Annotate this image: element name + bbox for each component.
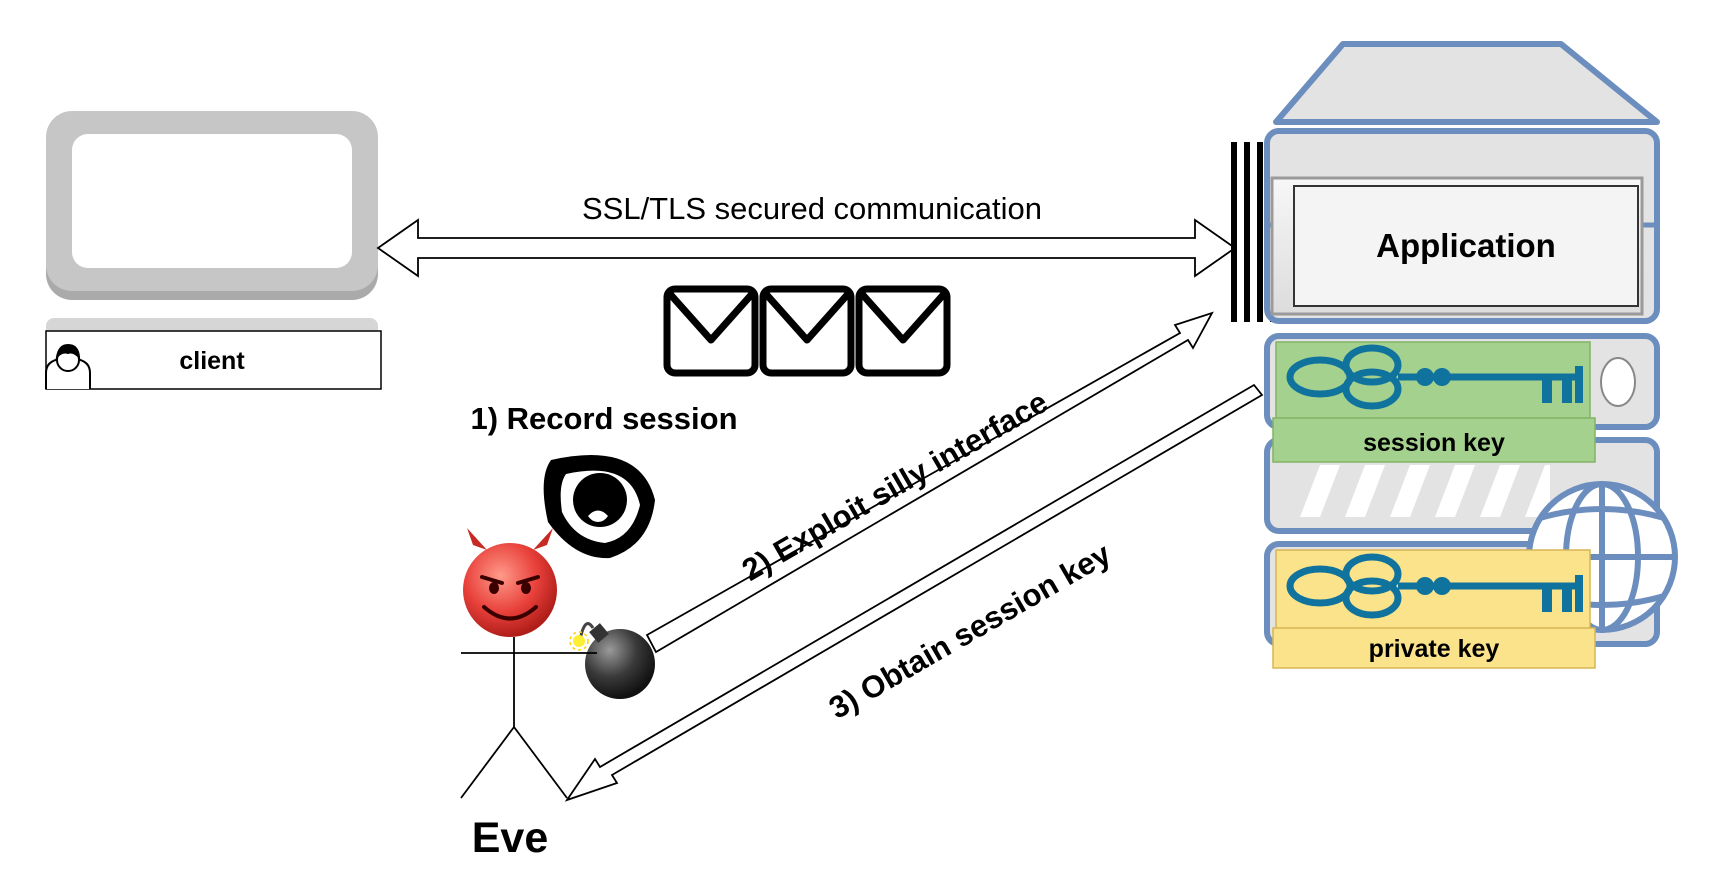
record-session-label: 1) Record session — [470, 401, 737, 436]
client-label-box — [45, 330, 382, 390]
envelope-icon — [663, 285, 759, 377]
tls-channel-arrow — [376, 218, 1237, 278]
monitor-icon — [46, 111, 378, 336]
eve-label: Eve — [472, 814, 549, 862]
session-key-card: session key — [1272, 341, 1596, 463]
session-key-label: session key — [1363, 429, 1505, 457]
private-key-label: private key — [1369, 635, 1500, 663]
devil-icon — [463, 528, 557, 637]
client-label: client — [179, 347, 245, 375]
eye-icon — [543, 455, 655, 559]
application-label: Application — [1376, 227, 1556, 264]
application-box — [1293, 185, 1639, 307]
exploit-arrow — [645, 311, 1214, 654]
user-icon — [45, 343, 91, 389]
bomb-icon — [569, 622, 655, 699]
client-computer: client — [45, 111, 382, 390]
stick-figure-icon — [460, 637, 597, 799]
envelope-icon — [855, 285, 951, 377]
channel-label: SSL/TLS secured communication — [582, 191, 1042, 226]
envelope-icon — [759, 285, 855, 377]
exploit-label: 2) Exploit silly interface — [736, 384, 1053, 587]
private-key-card: private key — [1272, 549, 1596, 669]
obtain-key-arrow — [564, 383, 1264, 802]
